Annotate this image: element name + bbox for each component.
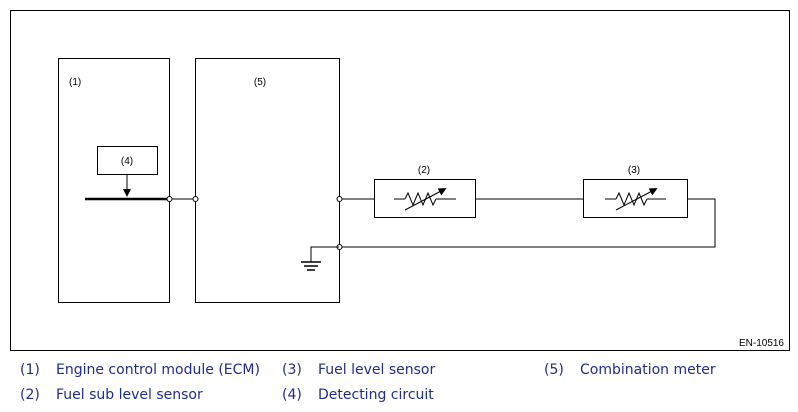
legend-number: (5) <box>544 362 564 378</box>
terminal-meter-out <box>336 196 343 202</box>
ecm-box <box>58 58 170 303</box>
legend-item-fuel-level-sensor: (3) Fuel level sensor <box>282 362 435 378</box>
fuel-level-sensor-label: (3) <box>628 165 640 176</box>
legend-text: Fuel sub level sensor <box>56 387 203 403</box>
legend-item-ecm: (1) Engine control module (ECM) <box>20 362 260 378</box>
fuel-level-sensor-box <box>583 179 688 218</box>
figure-code: EN-10516 <box>739 338 784 349</box>
variable-resistor-icon <box>394 188 456 211</box>
legend-item-fuel-sub-level-sensor: (2) Fuel sub level sensor <box>20 387 203 403</box>
terminal-meter-in <box>192 196 199 202</box>
ground-icon <box>301 246 339 271</box>
diagram-frame <box>10 10 790 351</box>
legend-item-combination-meter: (5) Combination meter <box>544 362 716 378</box>
detecting-circuit-label: (4) <box>121 156 133 167</box>
legend-text: Combination meter <box>580 362 716 378</box>
legend-text: Fuel level sensor <box>318 362 436 378</box>
wire-return <box>339 198 716 248</box>
legend-number: (1) <box>20 362 40 378</box>
legend-text: Detecting circuit <box>318 387 434 403</box>
fuel-sub-level-sensor-label: (2) <box>418 165 430 176</box>
legend-number: (4) <box>282 387 302 403</box>
ecm-label: (1) <box>69 77 81 88</box>
legend-number: (3) <box>282 362 302 378</box>
terminal-ecm <box>166 196 173 202</box>
legend-item-detecting-circuit: (4) Detecting circuit <box>282 387 434 403</box>
combination-meter-label: (5) <box>254 77 266 88</box>
variable-resistor-icon <box>605 188 666 211</box>
wiring-diagram: (1) (4) (5) (2) (3) EN-105 <box>10 10 790 351</box>
detecting-circuit-box <box>97 146 158 175</box>
legend: (1) Engine control module (ECM) (2) Fuel s… <box>0 358 798 412</box>
fuel-sub-level-sensor-box <box>374 179 476 218</box>
legend-text: Engine control module (ECM) <box>56 362 260 378</box>
legend-number: (2) <box>20 387 40 403</box>
